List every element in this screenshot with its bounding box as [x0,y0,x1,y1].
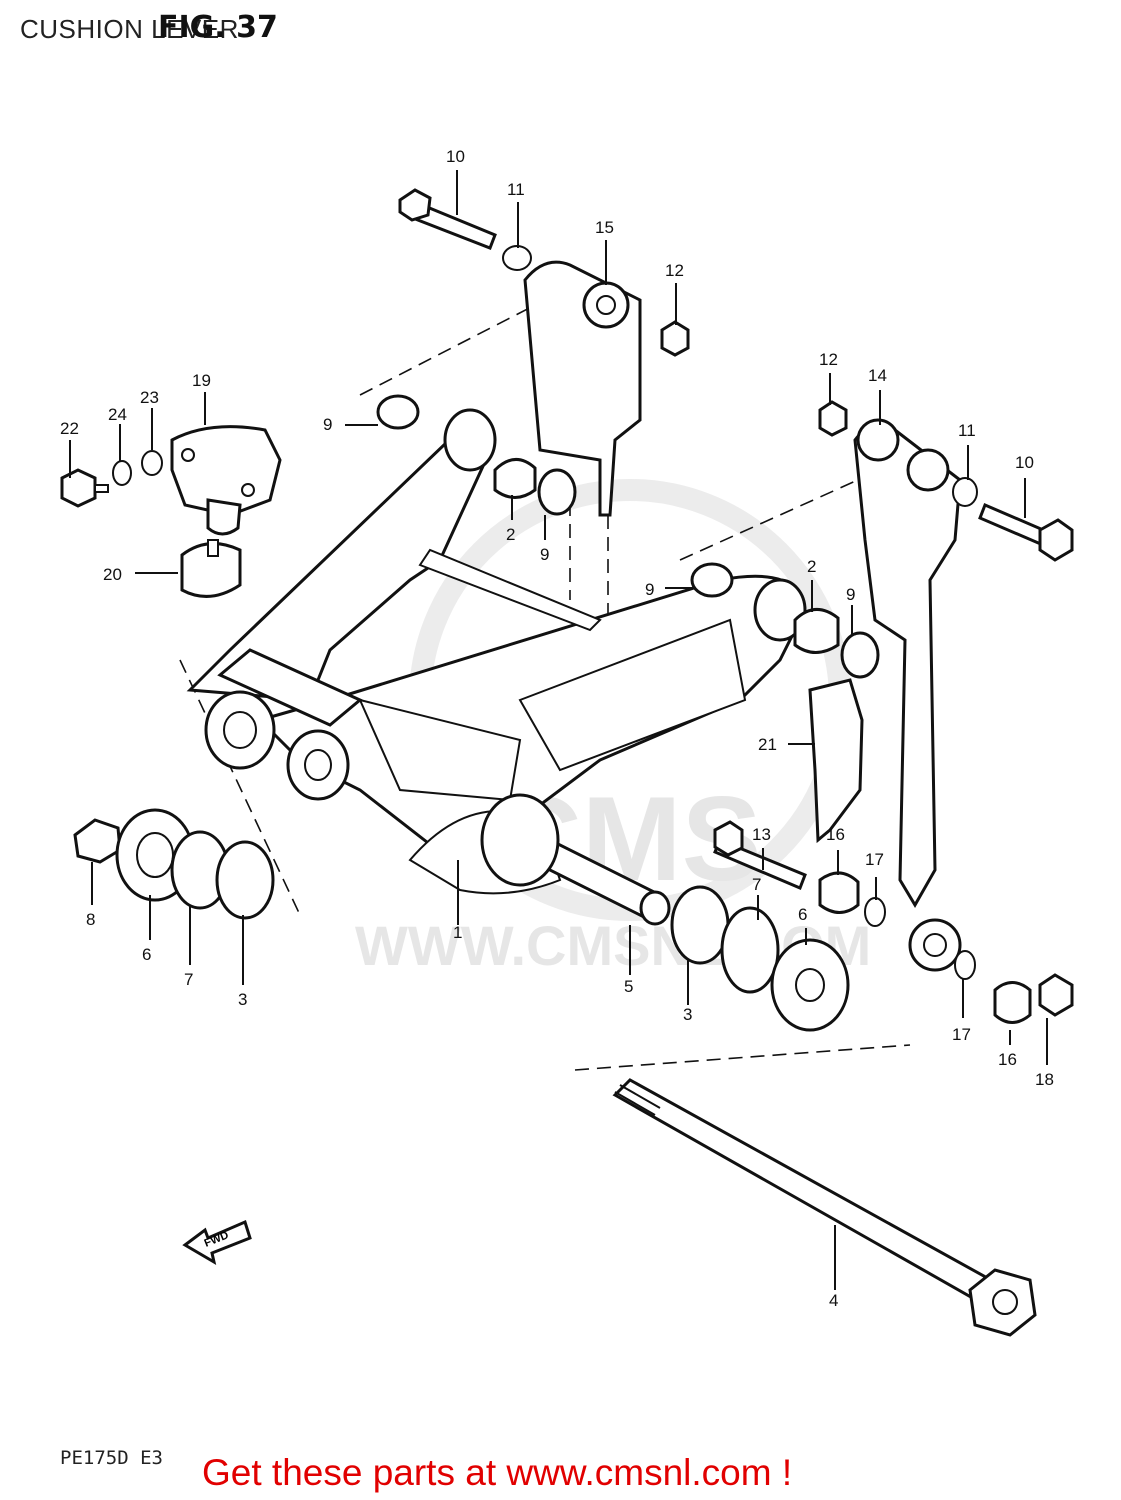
pivot-tube [480,793,671,926]
callout-9: 9 [323,415,332,434]
callout-12: 12 [819,350,838,369]
callout-17: 17 [952,1025,971,1044]
cmsnl-parts-link[interactable]: Get these parts at www.cmsnl.com ! [202,1452,793,1493]
callout-2: 2 [506,525,515,544]
model-code: PE175D E3 [60,1447,163,1469]
callout-7: 7 [752,875,761,894]
callout-16: 16 [998,1050,1017,1069]
callout-11: 11 [958,421,976,440]
assembly-lines [179,299,911,1071]
callout-7: 7 [184,970,193,989]
callout-18: 18 [1035,1070,1054,1089]
callout-1: 1 [453,923,462,942]
callout-9: 9 [846,585,855,604]
callout-23: 23 [140,388,159,407]
callout-9: 9 [540,545,549,564]
leader-lines [69,170,1048,1290]
callout-4: 4 [829,1291,838,1310]
callout-24: 24 [108,405,127,424]
callout-11: 11 [507,180,525,199]
figure-label: FIG. 37 [158,10,278,45]
callout-9: 9 [645,580,654,599]
callout-16: 16 [826,825,845,844]
callout-20: 20 [103,565,122,584]
callout-22: 22 [60,419,79,438]
callout-10: 10 [1015,453,1034,472]
callout-15: 15 [595,218,614,237]
callout-10: 10 [446,147,465,166]
callout-6: 6 [798,905,807,924]
bracket-15 [523,260,642,517]
callout-12: 12 [665,261,684,280]
callout-19: 19 [192,371,211,390]
callout-3: 3 [238,990,247,1009]
callout-3: 3 [683,1005,692,1024]
bracket-14 [853,418,962,972]
callout-8: 8 [86,910,95,929]
bumper-assembly [170,425,282,598]
callout-2: 2 [807,557,816,576]
callout-numbers: 1 2 2 3 3 4 5 6 6 7 7 8 9 9 9 9 10 10 11… [60,147,1054,1310]
callout-13: 13 [752,825,771,844]
page-title: CUSHION LEVER [20,14,239,44]
callout-14: 14 [868,366,887,385]
callout-6: 6 [142,945,151,964]
hardware [60,188,1074,1032]
callout-5: 5 [624,977,633,996]
callout-17: 17 [865,850,884,869]
axle-bolt [612,1078,1037,1337]
callout-21: 21 [758,735,777,754]
fwd-arrow: FWD [182,1219,252,1266]
